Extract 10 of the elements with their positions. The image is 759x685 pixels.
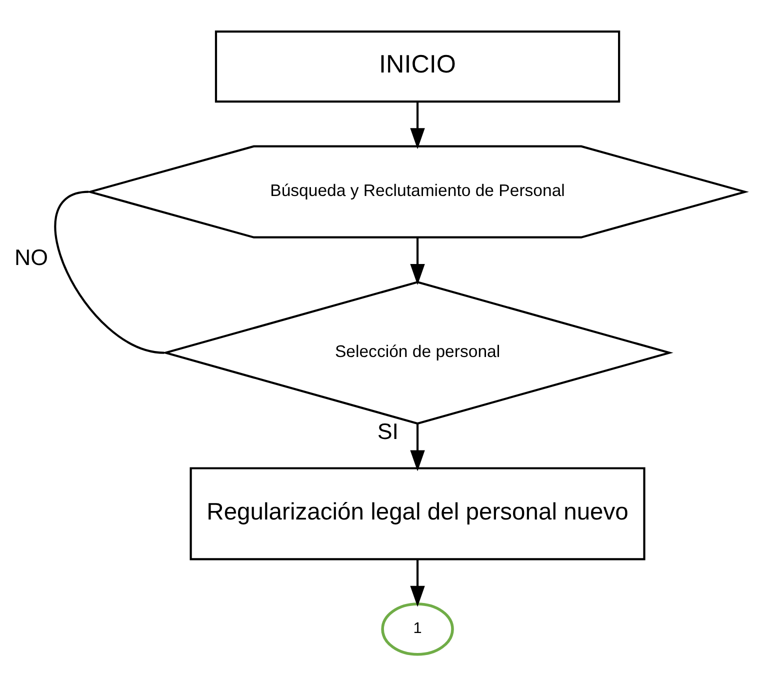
connector bbox=[54, 190, 164, 354]
node-ellipse: 1 bbox=[381, 602, 454, 656]
arrow bbox=[410, 423, 425, 471]
edge-label: NO bbox=[14, 244, 48, 270]
node-diamond: Selección de personal bbox=[162, 280, 674, 424]
node-box: Regularización legal del personal nuevo bbox=[190, 466, 646, 560]
arrow bbox=[410, 559, 425, 606]
arrow bbox=[410, 237, 425, 284]
arrow bbox=[410, 102, 425, 149]
node-box: INICIO bbox=[214, 30, 620, 102]
